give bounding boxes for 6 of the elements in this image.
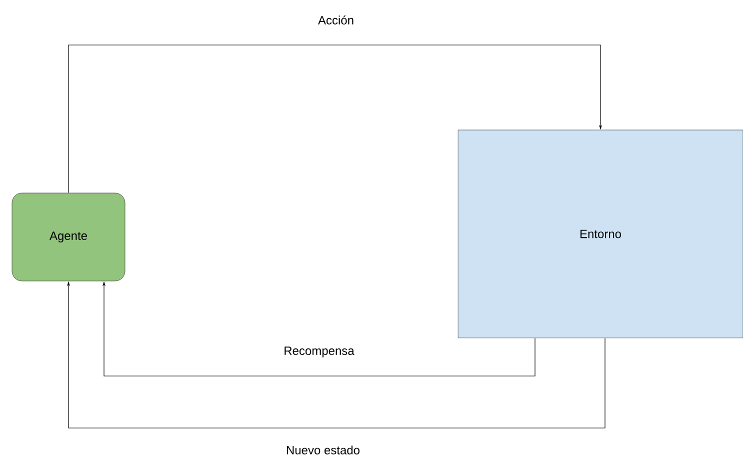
edge-label: Nuevo estado (286, 446, 360, 454)
agent-box: Agente (12, 192, 126, 282)
environment-box: Entorno (458, 130, 743, 338)
edge-label: Acción (318, 16, 354, 24)
arrow (68, 44, 602, 194)
edge-label: Recompensa (284, 346, 354, 358)
